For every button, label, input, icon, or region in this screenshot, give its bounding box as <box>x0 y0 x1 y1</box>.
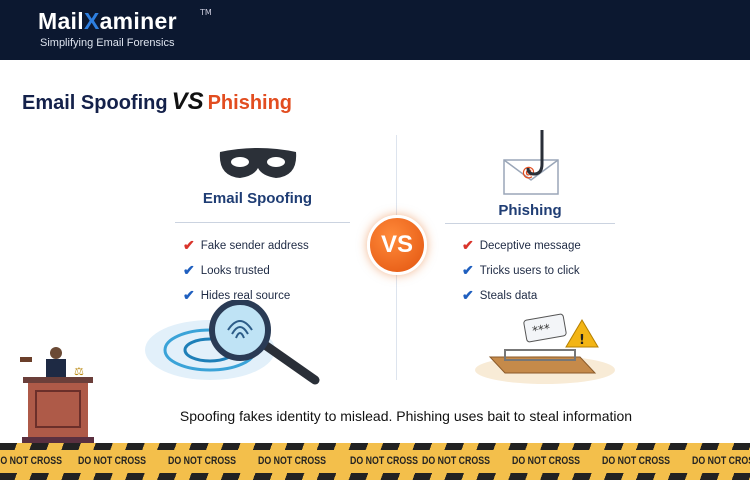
check-icon: ✔ <box>462 287 474 303</box>
trademark: TM <box>200 8 212 17</box>
tape-text: DO NOT CROSS <box>168 455 236 467</box>
list-item: ✔Tricks users to click <box>462 262 580 278</box>
list-item: ✔Fake sender address <box>183 237 309 253</box>
list-item: ✔Steals data <box>462 287 538 303</box>
tape-text: DO NOT CROSS <box>78 455 146 467</box>
mask-icon <box>219 148 297 178</box>
list-item: ✔Looks trusted <box>183 262 270 278</box>
tape-stripe <box>0 473 750 480</box>
vs-badge: VS <box>367 215 427 275</box>
tape-text: DO NOT CROSS <box>350 455 418 467</box>
tape-text: DO NOT CROSS <box>512 455 580 467</box>
judge-podium-illustration: ⚖ <box>20 347 94 443</box>
tape-text: DO NOT CROSS <box>422 455 490 467</box>
tape-text: DO NOT CROSS <box>0 455 62 467</box>
check-icon: ✔ <box>183 262 195 278</box>
spoofing-heading: Email Spoofing <box>202 190 313 207</box>
check-icon: ✔ <box>183 237 195 253</box>
check-icon: ✔ <box>462 262 474 278</box>
svg-text:!: ! <box>579 333 585 348</box>
caption: Spoofing fakes identity to mislead. Phis… <box>179 408 633 424</box>
divider-line <box>445 223 615 224</box>
svg-text:***: *** <box>531 321 551 338</box>
list-item: ✔Deceptive message <box>462 237 581 253</box>
list-item: ✔Hides real source <box>183 287 291 303</box>
tagline: Simplifying Email Forensics <box>40 37 175 49</box>
check-icon: ✔ <box>183 287 195 303</box>
tape-text: DO NOT CROSS <box>692 455 750 467</box>
phishing-heading: Phishing <box>498 202 562 219</box>
svg-text:⚖: ⚖ <box>74 365 84 378</box>
divider-line <box>175 222 350 223</box>
logo: MailXaminer <box>38 8 177 34</box>
mousetrap-password-illustration: *** ! <box>475 313 615 384</box>
spoofing-list: ✔Fake sender address ✔Looks trusted ✔Hid… <box>183 233 309 308</box>
phishing-list: ✔Deceptive message ✔Tricks users to clic… <box>462 233 581 308</box>
check-icon: ✔ <box>462 237 474 253</box>
tape-stripe <box>0 443 750 450</box>
tape-text: DO NOT CROSS <box>602 455 670 467</box>
caution-tape: DO NOT CROSS DO NOT CROSS DO NOT CROSS D… <box>0 443 750 480</box>
envelope-hook-icon: @ <box>503 130 559 195</box>
fingerprint-magnifier-illustration <box>145 300 320 385</box>
header-bar <box>0 0 750 60</box>
tape-text: DO NOT CROSS <box>258 455 326 467</box>
